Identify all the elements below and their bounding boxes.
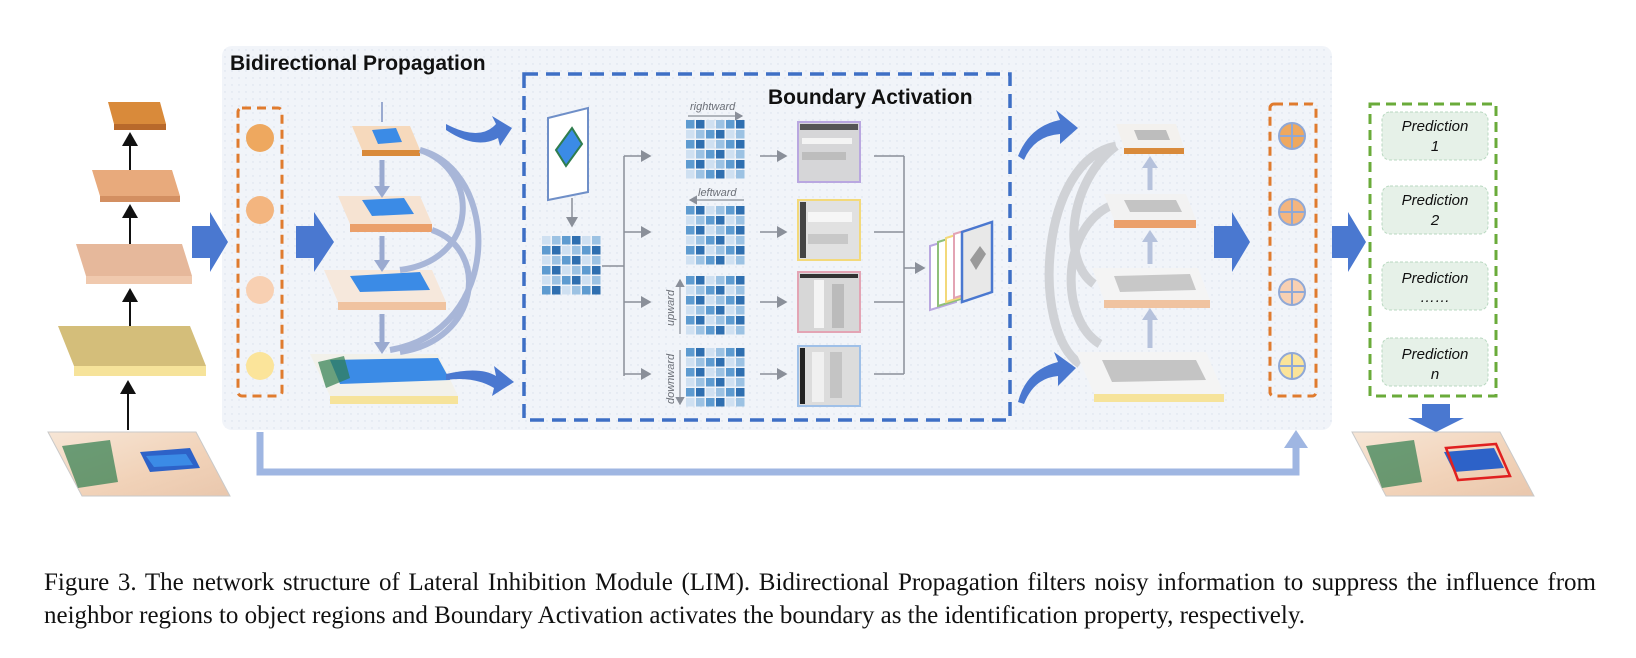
rightward-grid — [686, 120, 745, 179]
curved-arrow-in-bottom — [446, 366, 514, 396]
downward-response — [797, 345, 861, 407]
prediction-item-2: Prediction 2 — [1381, 185, 1489, 235]
flow-arrow-2 — [296, 212, 334, 272]
fusion-add-1 — [1278, 122, 1306, 150]
fusion-add-2 — [1278, 198, 1306, 226]
flow-arrow-3 — [1214, 212, 1250, 272]
output-down-arrow — [1408, 404, 1464, 432]
predictions-box — [1368, 102, 1498, 398]
caption-text: The network structure of Lateral Inhibit… — [44, 569, 1603, 629]
leftward-label: leftward — [698, 187, 737, 199]
refined-layer-3 — [1104, 194, 1196, 228]
output-image — [1351, 431, 1535, 497]
activation-base-grid — [542, 236, 601, 295]
activation-input-card — [547, 106, 589, 202]
leftward-response — [797, 199, 861, 261]
boundary-activation-box — [522, 72, 1012, 422]
boundary-activation-title: Boundary Activation — [768, 86, 973, 109]
svg-text:Prediction: Prediction — [1402, 118, 1469, 135]
feature-pyramid — [58, 102, 206, 430]
fusion-column — [1268, 102, 1318, 398]
refined-layer-4 — [1116, 124, 1184, 154]
lim-architecture-diagram: Bidirectional Propagation — [47, 46, 1535, 497]
skip-connection — [256, 432, 1300, 476]
figure-caption: Figure 3. The network structure of Later… — [44, 566, 1596, 632]
bidirectional-propagation-title: Bidirectional Propagation — [230, 52, 486, 75]
fusion-add-4 — [1278, 352, 1306, 380]
activation-output-stack — [929, 220, 994, 312]
flow-arrow-1 — [192, 212, 228, 272]
prop-layer-1 — [310, 354, 458, 404]
prop-layer-4 — [352, 126, 420, 156]
pyramid-level-3 — [92, 170, 180, 202]
svg-text:……: …… — [1420, 289, 1450, 306]
svg-text:Prediction: Prediction — [1402, 192, 1469, 209]
response-maps — [797, 121, 861, 407]
fusion-add-3 — [1278, 278, 1306, 306]
svg-text:1: 1 — [1431, 138, 1439, 155]
rightward-label: rightward — [690, 101, 736, 113]
pyramid-level-1 — [58, 326, 206, 376]
refined-layer-2 — [1092, 268, 1210, 308]
curved-arrow-out-bottom — [1018, 352, 1076, 404]
level-circle-3 — [246, 196, 274, 224]
propagation-stack — [310, 102, 482, 404]
prediction-item-1: Prediction 1 — [1381, 111, 1489, 161]
svg-text:n: n — [1431, 366, 1439, 383]
svg-text:2: 2 — [1430, 212, 1440, 229]
leftward-grid — [686, 206, 745, 265]
svg-text:Prediction: Prediction — [1402, 346, 1469, 363]
downward-label: downward — [665, 353, 677, 404]
caption-label: Figure 3. — [44, 569, 137, 596]
pyramid-level-4 — [108, 102, 166, 130]
curved-arrow-out-top — [1018, 110, 1078, 160]
rightward-response — [797, 121, 861, 183]
refined-layer-1 — [1076, 352, 1224, 402]
upward-label: upward — [665, 289, 677, 326]
prediction-item-4: Prediction n — [1381, 337, 1489, 387]
flow-arrow-4 — [1332, 212, 1366, 272]
refined-stack — [1044, 124, 1224, 402]
prop-layer-3 — [338, 196, 432, 232]
upward-grid — [686, 276, 745, 335]
input-image — [47, 431, 231, 497]
direction-labels: rightward leftward upward downward — [665, 101, 744, 406]
upward-response — [797, 271, 861, 333]
curved-arrow-in-top — [446, 116, 512, 146]
downward-grid — [686, 348, 745, 407]
branch-connectors — [602, 150, 652, 380]
prop-layer-2 — [324, 270, 446, 310]
level-circle-1 — [246, 352, 274, 380]
prediction-item-3: Prediction …… — [1381, 261, 1489, 311]
pyramid-level-2 — [76, 244, 192, 284]
svg-text:Prediction: Prediction — [1402, 270, 1469, 287]
level-circle-2 — [246, 276, 274, 304]
level-circle-4 — [246, 124, 274, 152]
level-weight-column — [236, 106, 284, 398]
